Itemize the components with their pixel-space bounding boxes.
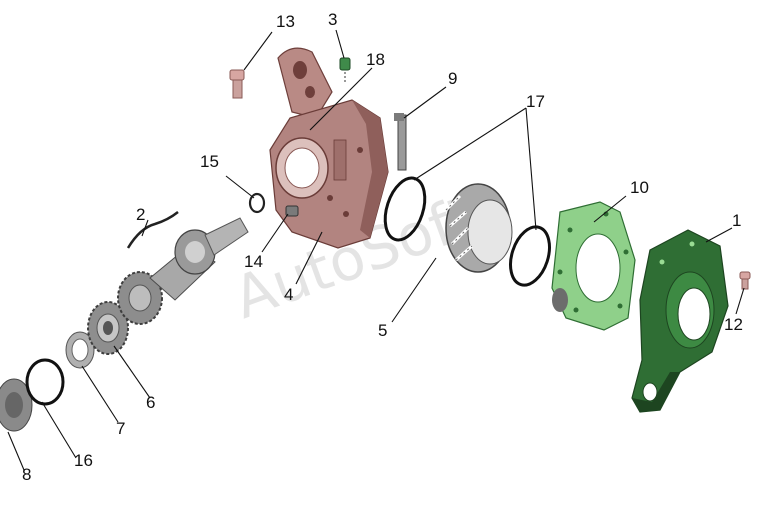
part-15-small-o-ring	[248, 192, 266, 214]
callout-12: 12	[724, 315, 743, 334]
callout-13: 13	[276, 12, 295, 31]
callout-17: 17	[526, 92, 545, 111]
part-18-housing	[269, 47, 389, 249]
part-13-plug-bolt	[229, 69, 245, 99]
callout-10: 10	[630, 178, 649, 197]
part-2-spring-clip	[126, 211, 179, 249]
callout-4: 4	[284, 285, 293, 304]
callout-6: 6	[146, 393, 155, 412]
part-8-end-gear	[0, 378, 33, 432]
worm-shaft-assembly	[117, 217, 249, 325]
callout-5: 5	[378, 321, 387, 340]
callout-8: 8	[22, 465, 31, 484]
part-12-bolt	[739, 271, 751, 290]
part-3-grease-nipple	[339, 57, 351, 84]
callout-2: 2	[136, 205, 145, 224]
callout-3: 3	[328, 10, 337, 29]
callout-1: 1	[732, 211, 741, 230]
part-17-o-ring-b	[509, 225, 551, 287]
callout-18: 18	[366, 50, 385, 69]
part-17-o-ring-a	[383, 176, 427, 242]
part-6-spur-gear	[87, 301, 129, 355]
part-16-o-ring	[25, 358, 65, 406]
callout-9: 9	[448, 69, 457, 88]
part-1-cover	[631, 229, 729, 413]
callout-16: 16	[74, 451, 93, 470]
leader-lines	[7, 29, 745, 471]
callout-14: 14	[244, 252, 263, 271]
part-9-pin	[394, 113, 407, 171]
part-7-bearing-ring	[65, 331, 95, 369]
part-5-bearing-cage	[444, 183, 513, 273]
callout-15: 15	[200, 152, 219, 171]
part-14-screw	[285, 205, 299, 217]
part-10-gasket	[551, 201, 636, 331]
callout-7: 7	[116, 419, 125, 438]
